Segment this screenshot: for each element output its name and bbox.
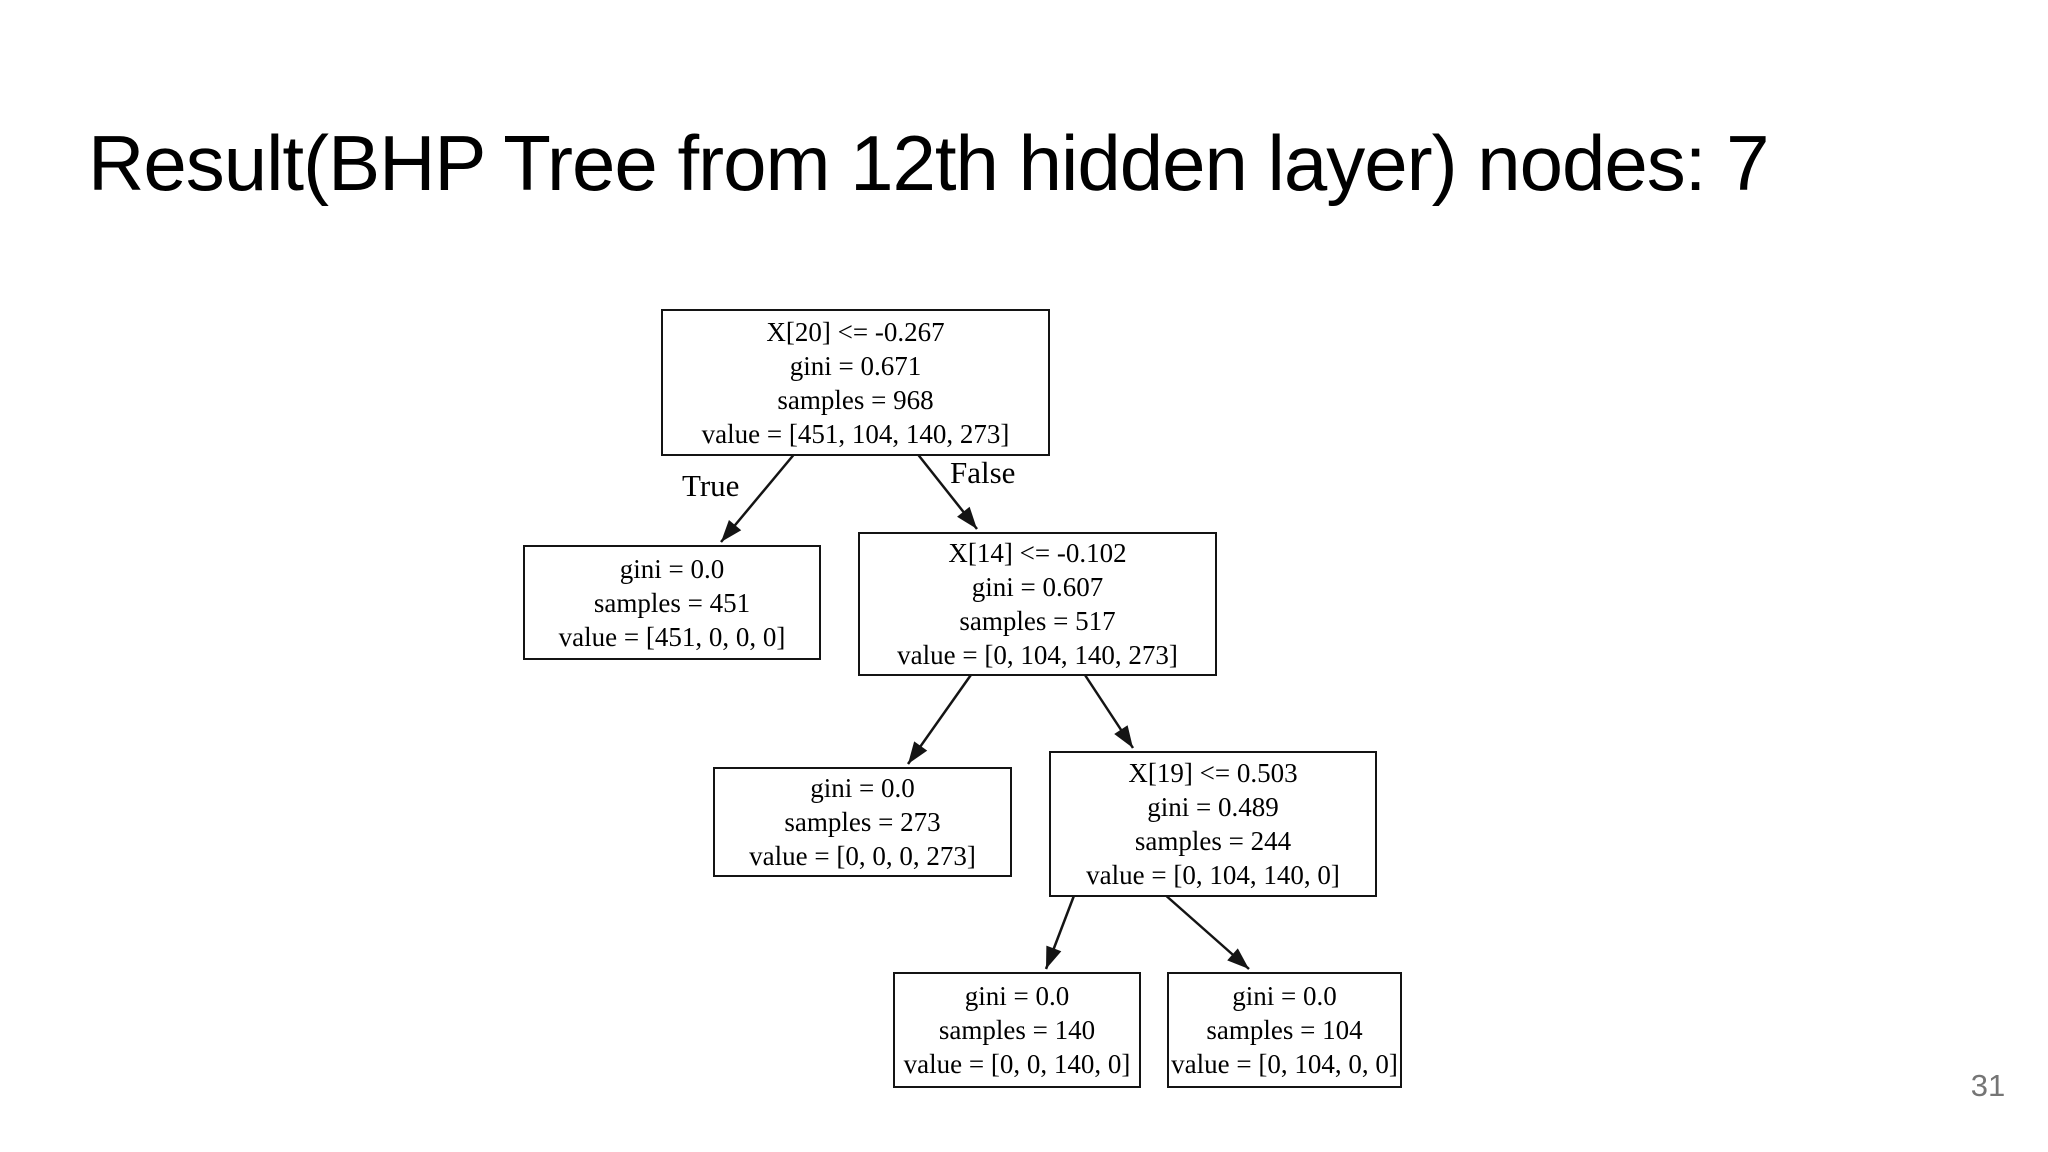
node-samples: samples = 968 — [777, 384, 934, 415]
node-samples: samples = 140 — [938, 1015, 1096, 1045]
node-gini: gini = 0.0 — [619, 553, 725, 584]
edge-label-false: False — [950, 455, 1016, 490]
node-value: value = [451, 104, 140, 273] — [701, 418, 1010, 449]
node-value: value = [451, 0, 0, 0] — [558, 621, 786, 652]
node-gini: gini = 0.0 — [1232, 981, 1337, 1011]
edge-label-true: True — [682, 468, 740, 503]
tree-node-split-x19: X[19] <= 0.503 gini = 0.489 samples = 24… — [1049, 751, 1377, 897]
tree-node-leaf-140: gini = 0.0 samples = 140 value = [0, 0, … — [893, 972, 1141, 1088]
node-gini: gini = 0.671 — [789, 350, 922, 381]
node-samples: samples = 451 — [593, 587, 751, 618]
tree-node-leaf-104: gini = 0.0 samples = 104 value = [0, 104… — [1167, 972, 1402, 1088]
edge-x14-to-leaf273 — [906, 671, 975, 765]
tree-node-leaf-273: gini = 0.0 samples = 273 value = [0, 0, … — [713, 767, 1012, 877]
edge-root-to-leaf451 — [720, 451, 797, 543]
node-samples: samples = 104 — [1206, 1015, 1363, 1045]
edge-x19-to-leaf104 — [1162, 892, 1250, 970]
node-split-condition: X[19] <= 0.503 — [1128, 758, 1298, 788]
slide-title: Result(BHP Tree from 12th hidden layer) … — [88, 119, 1769, 207]
node-samples: samples = 517 — [959, 606, 1116, 636]
edge-root-to-x14 — [915, 451, 978, 530]
node-value: value = [0, 0, 140, 0] — [903, 1049, 1131, 1079]
node-samples: samples = 244 — [1134, 826, 1292, 856]
node-gini: gini = 0.607 — [971, 572, 1104, 602]
node-value: value = [0, 104, 0, 0] — [1171, 1049, 1398, 1079]
page-number: 31 — [1970, 1068, 2006, 1103]
node-value: value = [0, 0, 0, 273] — [749, 841, 976, 871]
node-gini: gini = 0.0 — [810, 773, 915, 803]
edge-x14-to-x19 — [1081, 671, 1135, 749]
tree-node-root: X[20] <= -0.267 gini = 0.671 samples = 9… — [661, 309, 1050, 456]
tree-node-leaf-451: gini = 0.0 samples = 451 value = [451, 0… — [523, 545, 821, 660]
node-samples: samples = 273 — [784, 807, 941, 837]
node-gini: gini = 0.0 — [964, 981, 1070, 1011]
node-gini: gini = 0.489 — [1147, 792, 1279, 822]
node-split-condition: X[14] <= -0.102 — [948, 538, 1127, 568]
edge-x19-to-leaf140 — [1044, 892, 1077, 970]
node-split-condition: X[20] <= -0.267 — [766, 316, 945, 347]
tree-node-split-x14: X[14] <= -0.102 gini = 0.607 samples = 5… — [858, 532, 1217, 676]
node-value: value = [0, 104, 140, 273] — [897, 640, 1178, 670]
node-value: value = [0, 104, 140, 0] — [1086, 860, 1340, 890]
